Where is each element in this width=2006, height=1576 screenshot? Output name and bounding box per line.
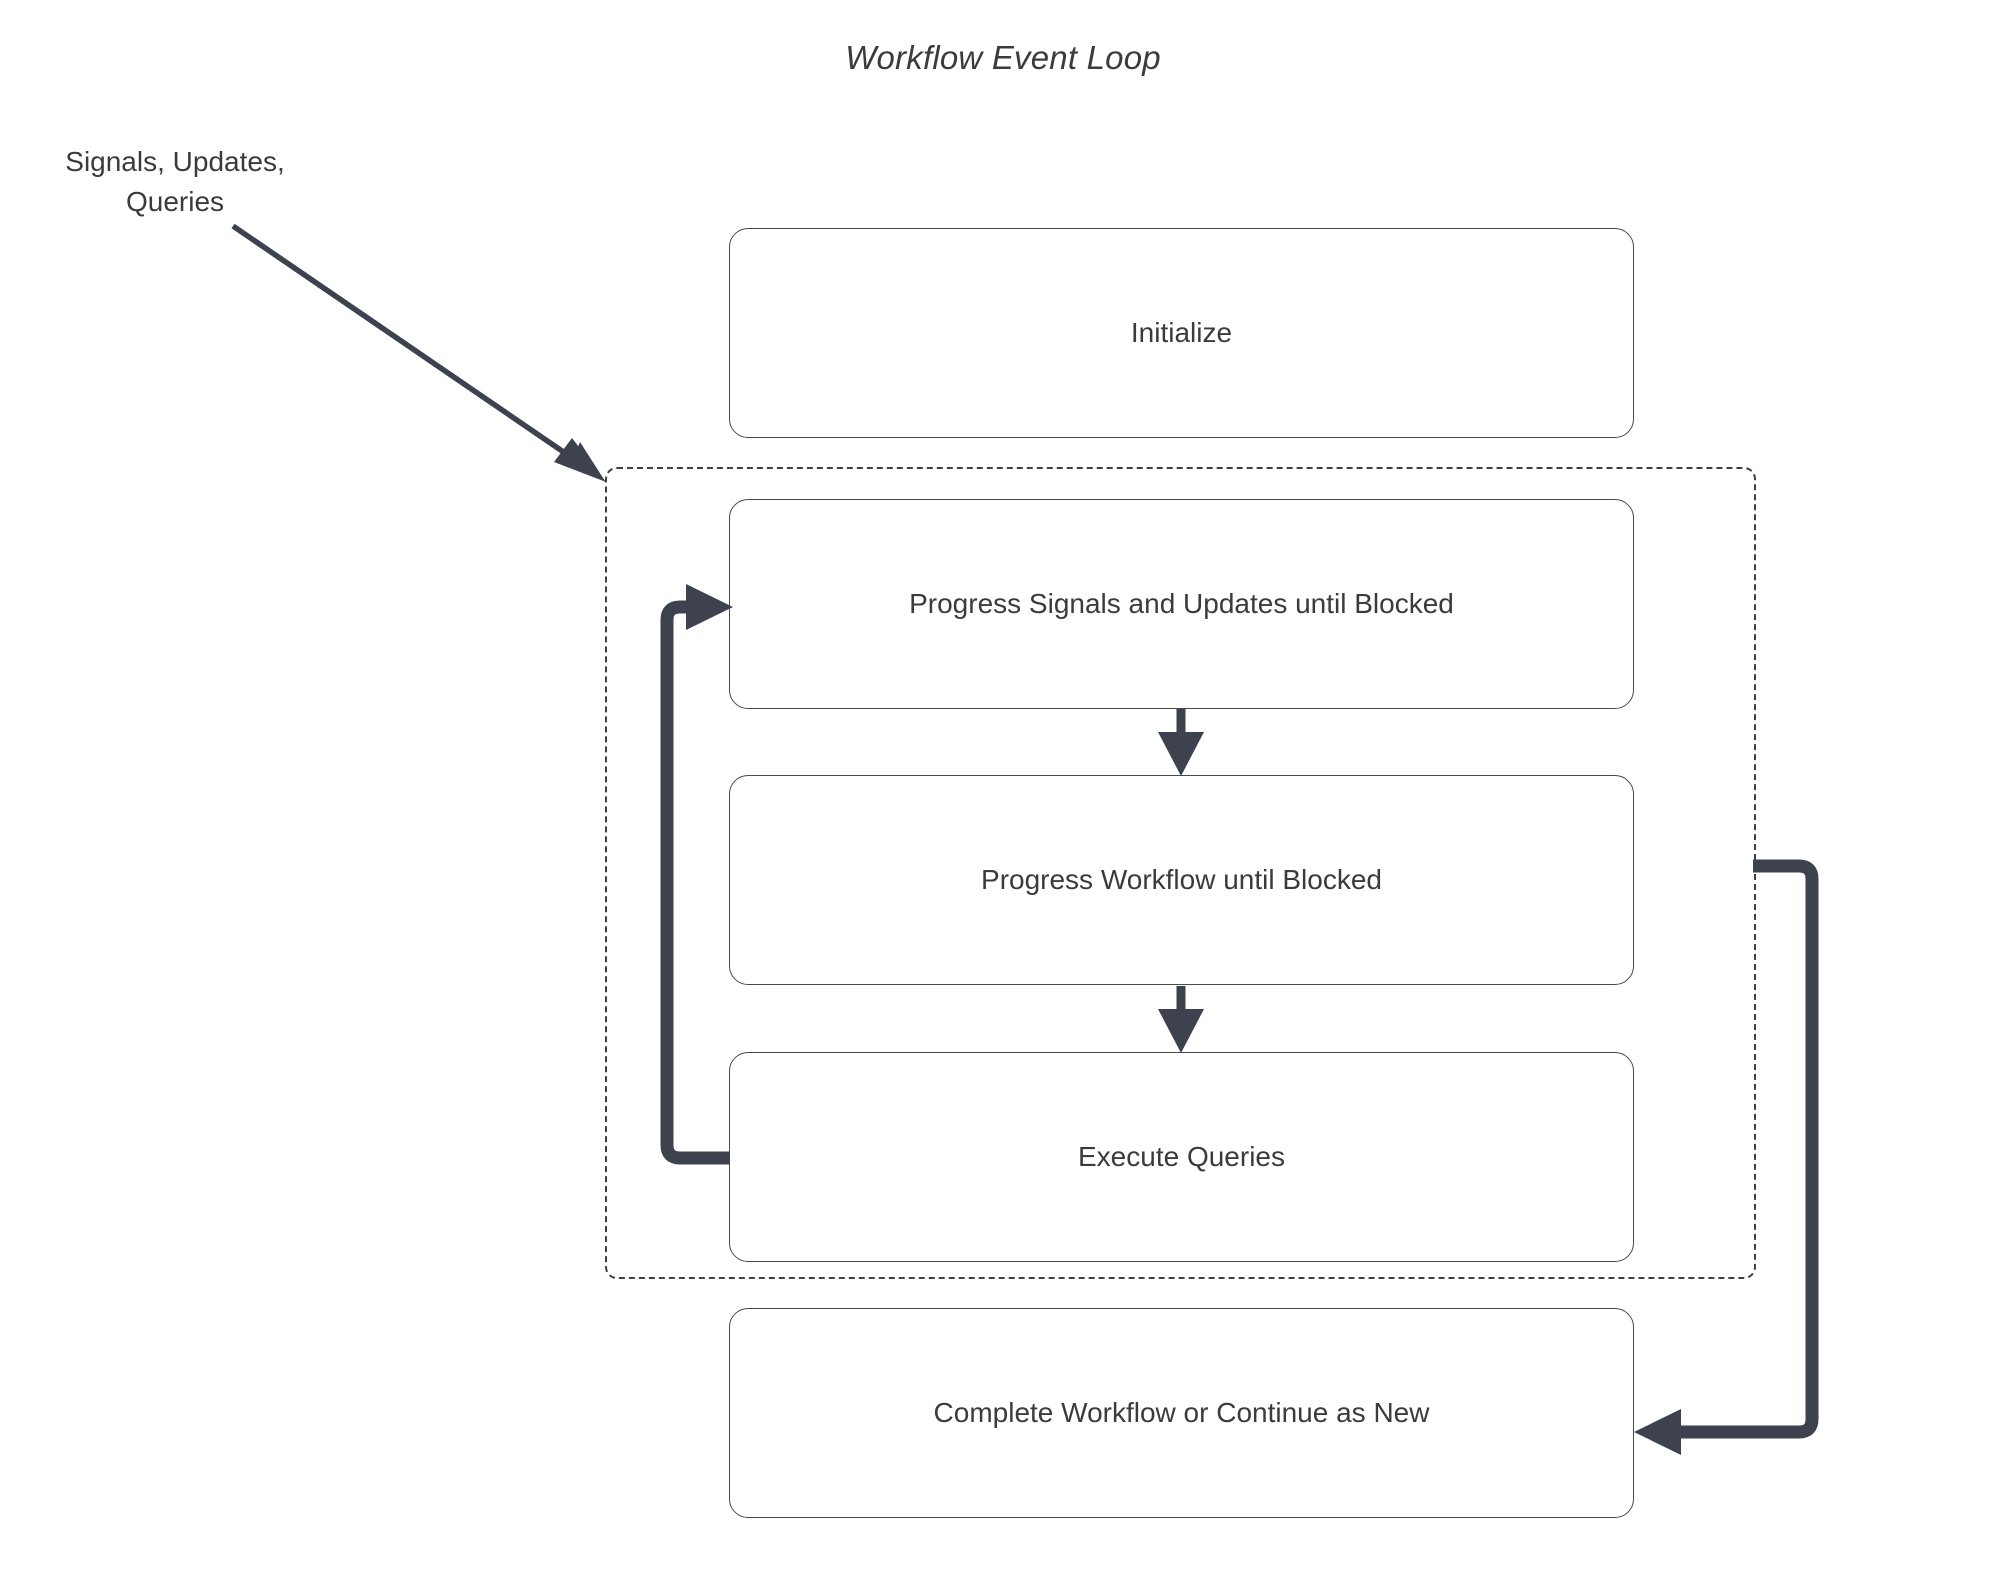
node-progress-workflow[interactable]: Progress Workflow until Blocked [729,775,1634,985]
node-progress-signals-label: Progress Signals and Updates until Block… [909,588,1454,619]
node-initialize[interactable]: Initialize [729,228,1634,438]
node-progress-workflow-label: Progress Workflow until Blocked [981,864,1382,895]
node-complete[interactable]: Complete Workflow or Continue as New [729,1308,1634,1518]
node-execute-queries-label: Execute Queries [1078,1141,1285,1172]
edge-external-to-loop-icon [231,223,606,482]
page-title: Workflow Event Loop [845,39,1161,76]
node-initialize-label: Initialize [1130,317,1233,348]
node-progress-signals[interactable]: Progress Signals and Updates until Block… [729,499,1634,709]
external-input-label: Signals, Updates, Queries [65,146,285,217]
node-execute-queries[interactable]: Execute Queries [729,1052,1634,1262]
node-complete-label: Complete Workflow or Continue as New [933,1397,1430,1428]
